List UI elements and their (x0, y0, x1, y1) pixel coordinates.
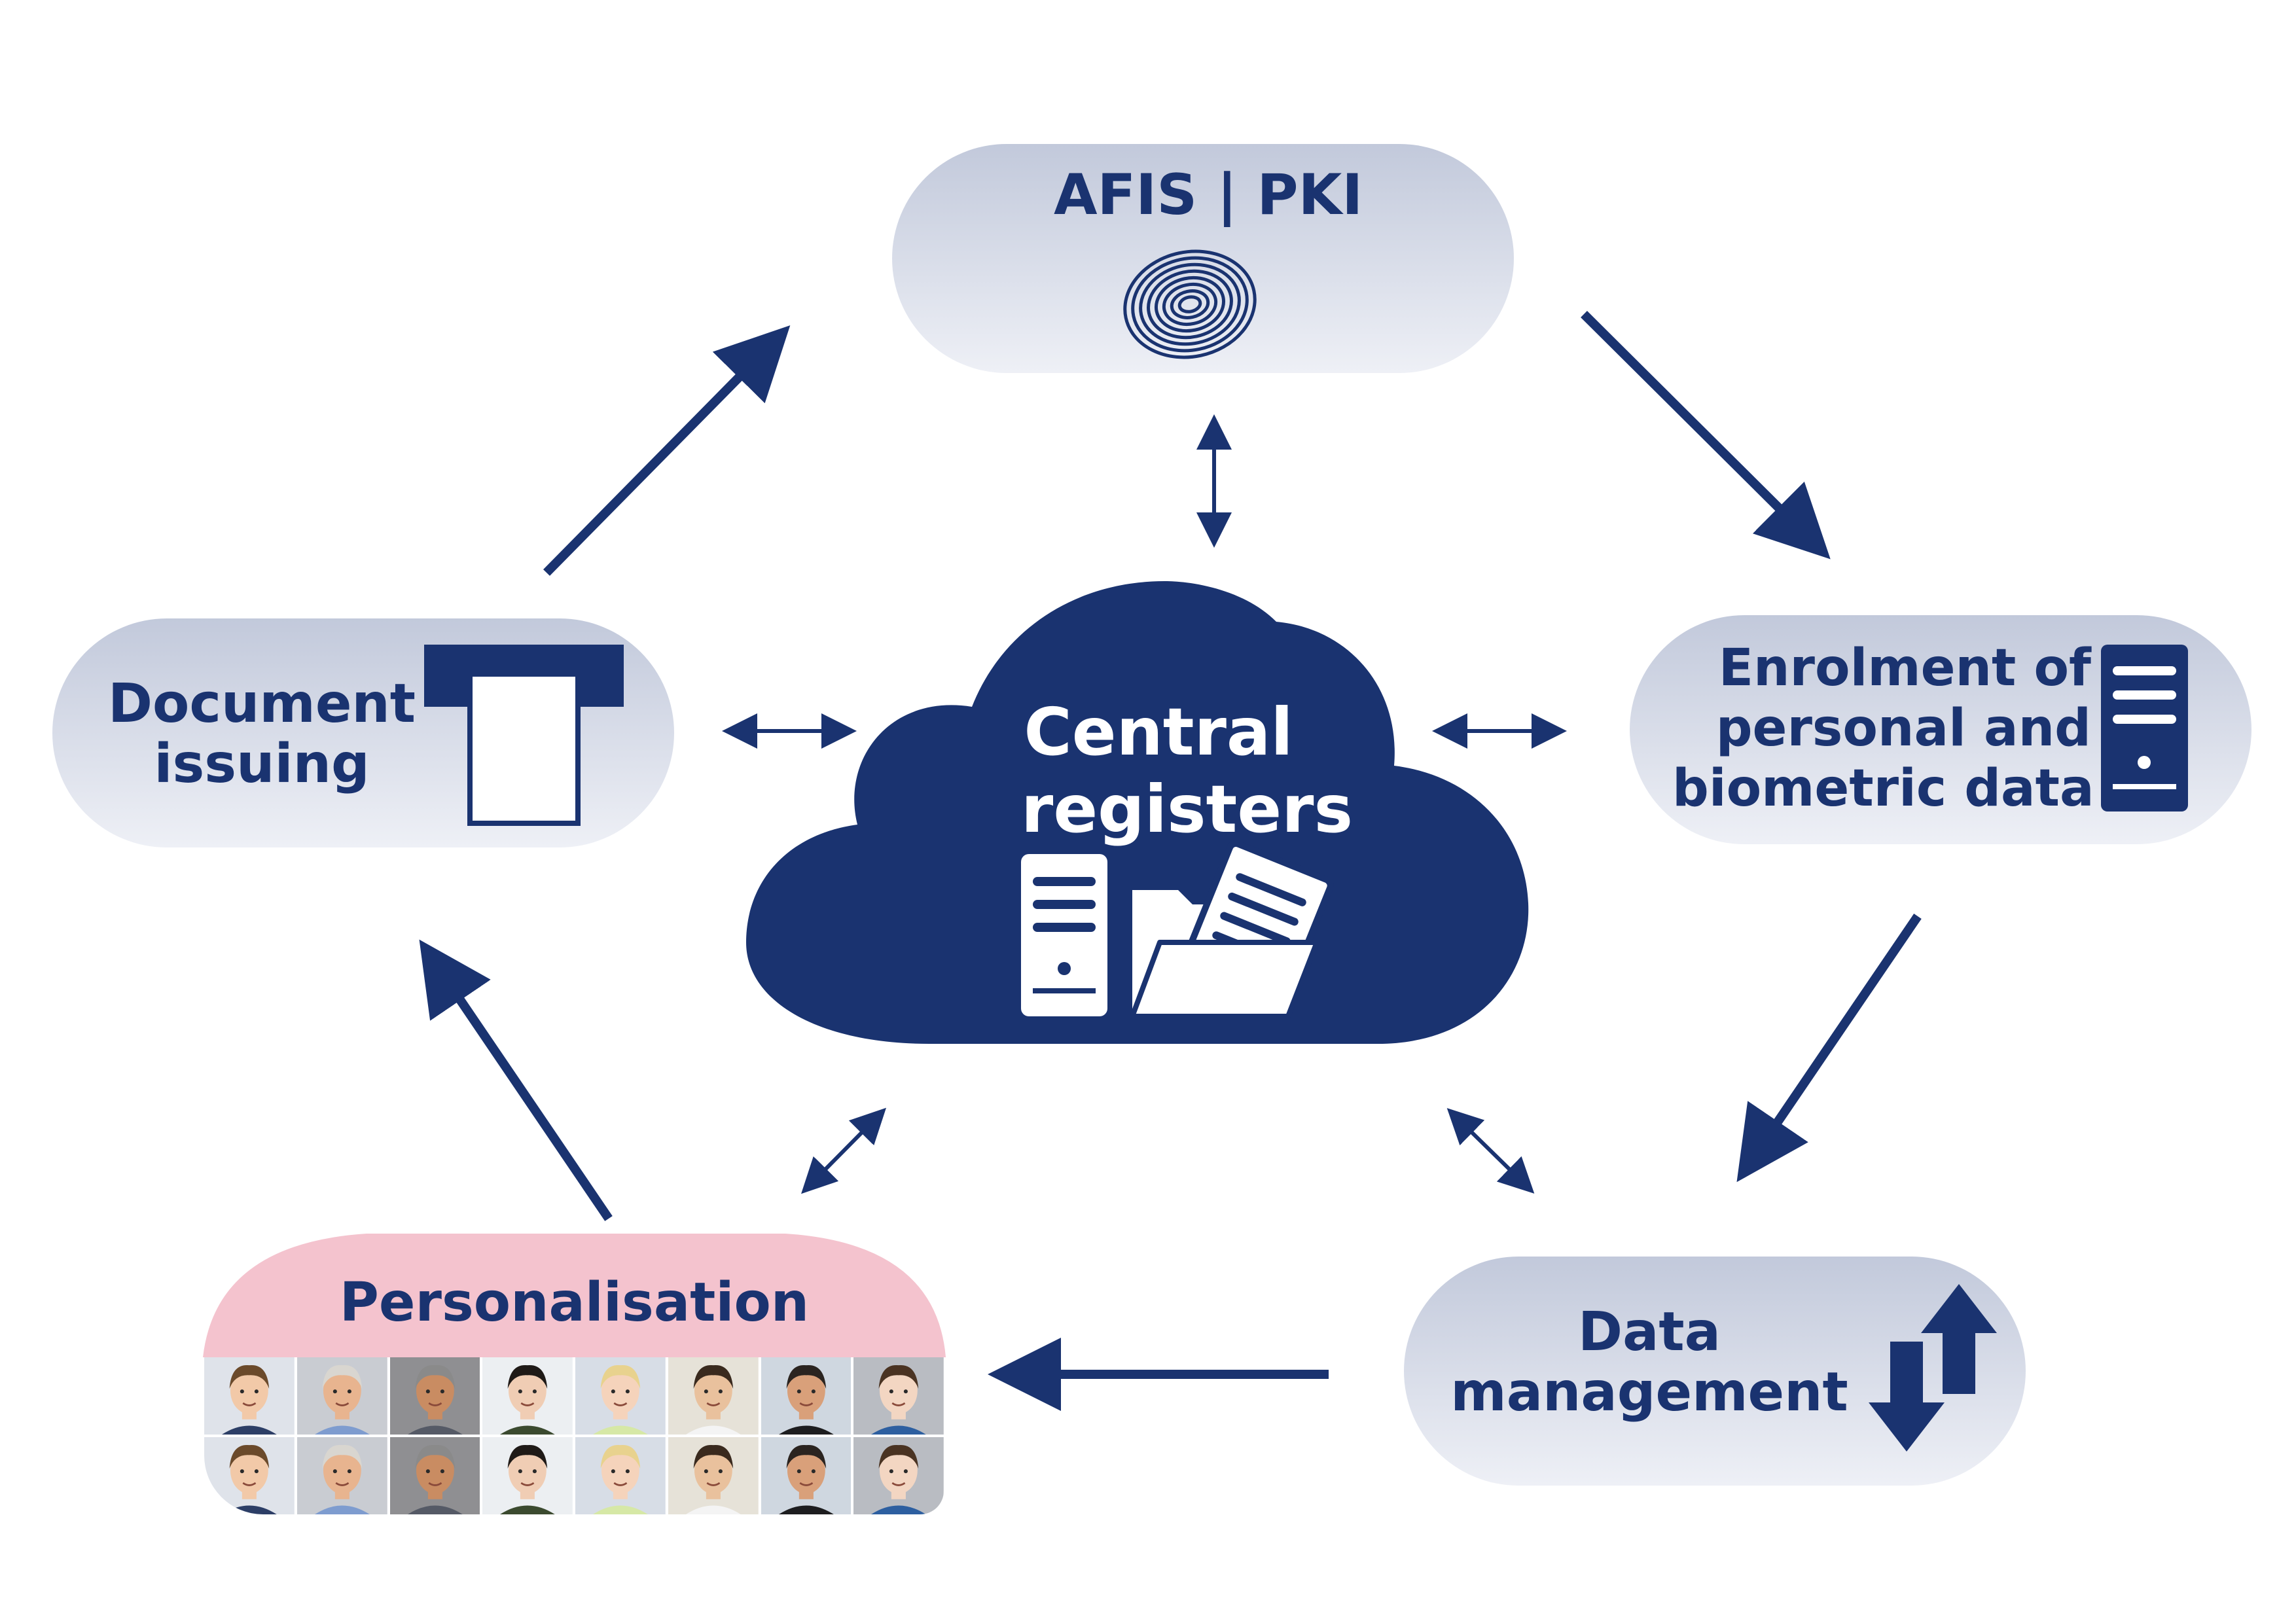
portrait-photo (668, 1437, 759, 1514)
portrait-photo (482, 1437, 573, 1514)
arrow-personalisation-to-document (419, 939, 613, 1221)
enrolment-line-1: Enrolment of (1718, 639, 2091, 698)
portrait-photo (668, 1357, 759, 1435)
afis-pki-label: AFIS | PKI (1054, 162, 1363, 228)
arrow-document-to-afis (543, 325, 791, 576)
portrait-photo (761, 1437, 852, 1514)
portrait-photo (389, 1437, 480, 1514)
fingerprint-icon (1123, 249, 1257, 359)
portrait-photo (575, 1357, 666, 1435)
central-server-icon (1021, 854, 1107, 1016)
document-issuing-label: Document issuing (105, 674, 419, 794)
enrolment-line-3: biometric data (1672, 759, 2094, 819)
portrait-photo (761, 1357, 852, 1435)
central-registers-label: Central registers (1021, 694, 1353, 848)
central-line-1: Central (1024, 694, 1293, 770)
portrait-photo (389, 1357, 480, 1435)
arrow-enrolment-to-data-management (1736, 914, 1922, 1183)
portrait-photo (482, 1357, 573, 1435)
document-line-2: issuing (154, 732, 370, 795)
card-slot-icon (424, 645, 624, 826)
central-folder-icon (1130, 840, 1334, 1019)
data-management-line-1: Data (1578, 1301, 1721, 1363)
up-down-arrows-icon (1869, 1284, 1997, 1452)
arrow-data-management-central (1446, 1108, 1535, 1194)
portrait-photo (296, 1437, 387, 1514)
enrolment-line-2: personal and (1715, 699, 2091, 758)
data-management-pill (1404, 1257, 2026, 1486)
portrait-grid (204, 1357, 944, 1514)
data-management-label: Data management (1440, 1302, 1859, 1423)
portrait-photo (204, 1437, 295, 1514)
enrolment-label: Enrolment of personal and biometric data (1672, 638, 2094, 819)
portrait-photo (575, 1437, 666, 1514)
central-line-2: registers (1021, 771, 1353, 847)
personalisation-label: Personalisation (339, 1272, 810, 1334)
portrait-photo (853, 1357, 944, 1435)
enrolment-server-icon (2101, 645, 2188, 812)
data-management-line-2: management (1450, 1361, 1848, 1423)
portrait-photo (853, 1437, 944, 1514)
portrait-photo (204, 1357, 295, 1435)
personalisation-header (203, 1234, 946, 1357)
portrait-photo (296, 1357, 387, 1435)
arrow-afis-to-enrolment (1581, 311, 1831, 560)
arrow-personalisation-central (801, 1107, 886, 1194)
central-cloud (746, 581, 1529, 1044)
enrolment-pill (1630, 615, 2251, 844)
document-line-1: Document (107, 673, 416, 735)
